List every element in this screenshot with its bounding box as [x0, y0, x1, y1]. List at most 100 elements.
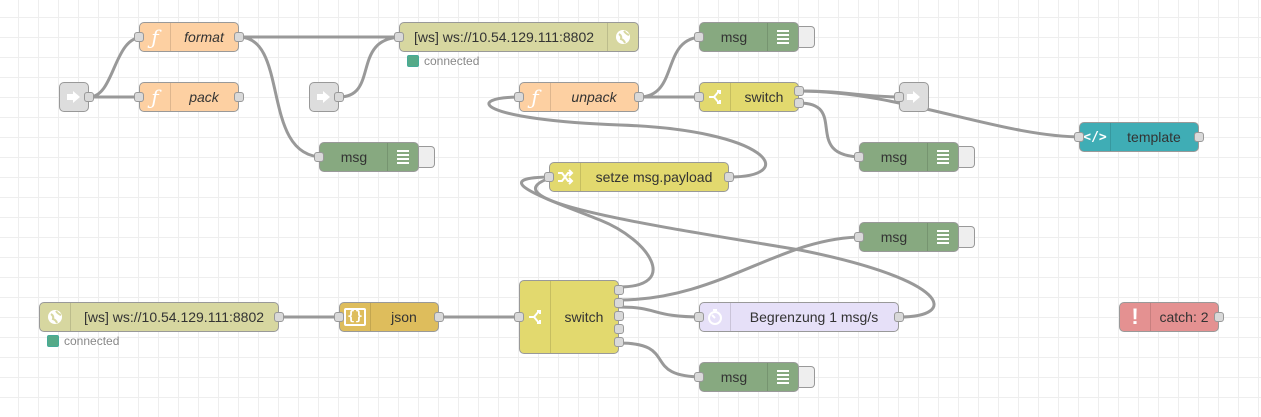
input-port[interactable] [1074, 132, 1084, 142]
alert-icon: ! [1120, 303, 1151, 331]
input-port[interactable] [694, 92, 704, 102]
list-icon [767, 23, 798, 51]
output-port[interactable] [614, 324, 624, 334]
link-in-icon [310, 83, 338, 111]
node-label: pack [189, 89, 219, 105]
list-icon [767, 363, 798, 391]
wire-format-msg1[interactable] [238, 35, 324, 159]
input-port[interactable] [544, 172, 554, 182]
node-label: switch [564, 309, 604, 325]
debug-toggle[interactable] [799, 366, 815, 388]
catch-node[interactable]: ! catch: 2 [1119, 302, 1219, 332]
wire-switch1-msg[interactable] [798, 101, 864, 159]
input-port[interactable] [694, 32, 704, 42]
function-node-pack[interactable]: ƒ pack [139, 82, 239, 112]
node-label: msg [880, 149, 908, 165]
wire-switch2-msg4[interactable] [618, 235, 864, 302]
input-port[interactable] [394, 32, 404, 42]
output-port[interactable] [794, 98, 804, 108]
wire-switch2-setze[interactable] [520, 175, 655, 289]
debug-node[interactable]: msg [859, 142, 959, 172]
node-label: format [184, 29, 224, 45]
wire-setze-unpack[interactable] [487, 95, 768, 179]
output-port[interactable] [614, 285, 624, 295]
list-icon [927, 143, 958, 171]
input-port[interactable] [854, 152, 864, 162]
input-port[interactable] [314, 152, 324, 162]
function-node-format[interactable]: ƒ format [139, 22, 239, 52]
status-text: connected [64, 334, 120, 348]
function-icon: ƒ [520, 83, 551, 111]
json-node[interactable]: {} json [339, 302, 439, 332]
output-port[interactable] [434, 312, 444, 322]
globe-icon [607, 23, 638, 51]
wire-switch2-delay[interactable] [618, 305, 704, 319]
output-port[interactable] [894, 312, 904, 322]
wire-delay-setze[interactable] [534, 175, 936, 319]
wire-linkin2-ws[interactable] [338, 35, 404, 99]
status-dot [407, 55, 419, 67]
status-dot [47, 335, 59, 347]
debug-toggle[interactable] [959, 146, 975, 168]
node-label: [ws] ws://10.54.129.111:8802 [413, 29, 595, 45]
input-port[interactable] [694, 312, 704, 322]
debug-node[interactable]: msg [699, 362, 799, 392]
input-port[interactable] [514, 312, 524, 322]
output-port[interactable] [614, 337, 624, 347]
input-port[interactable] [134, 92, 144, 102]
input-port[interactable] [894, 92, 904, 102]
output-port[interactable] [794, 86, 804, 96]
change-node[interactable]: setze msg.payload [549, 162, 729, 192]
link-out-node[interactable] [899, 82, 929, 112]
output-port[interactable] [274, 312, 284, 322]
debug-node[interactable]: msg [859, 222, 959, 252]
function-node-unpack[interactable]: ƒ unpack [519, 82, 639, 112]
node-label: msg [720, 29, 748, 45]
wire-switch2-msg5[interactable] [618, 341, 704, 379]
output-port[interactable] [1214, 312, 1224, 322]
input-port[interactable] [694, 372, 704, 382]
output-port[interactable] [634, 92, 644, 102]
node-label: setze msg.payload [595, 169, 713, 185]
input-port[interactable] [854, 232, 864, 242]
node-label: msg [340, 149, 368, 165]
delay-node[interactable]: Begrenzung 1 msg/s [699, 302, 899, 332]
output-port[interactable] [614, 298, 624, 308]
timer-icon [700, 303, 731, 331]
status-indicator: connected [47, 334, 119, 348]
node-label: template [1127, 129, 1181, 145]
wire-unpack-msg[interactable] [638, 35, 704, 99]
template-node[interactable]: </> template [1079, 122, 1199, 152]
wire-linkin1-format[interactable] [88, 35, 144, 99]
switch-node[interactable]: switch [699, 82, 799, 112]
output-port[interactable] [234, 92, 244, 102]
input-port[interactable] [334, 312, 344, 322]
output-port[interactable] [614, 311, 624, 321]
websocket-in-node[interactable]: [ws] ws://10.54.129.111:8802 [39, 302, 279, 332]
output-port[interactable] [1194, 132, 1204, 142]
wire-switch1-template[interactable] [798, 89, 1084, 139]
debug-toggle[interactable] [419, 146, 435, 168]
json-icon: {} [340, 303, 371, 331]
debug-node[interactable]: msg [319, 142, 419, 172]
input-port[interactable] [514, 92, 524, 102]
input-port[interactable] [134, 32, 144, 42]
debug-toggle[interactable] [799, 26, 815, 48]
output-port[interactable] [234, 32, 244, 42]
output-port[interactable] [84, 92, 94, 102]
switch-icon [700, 83, 731, 111]
function-icon: ƒ [140, 83, 171, 111]
code-icon: </> [1080, 123, 1111, 151]
output-port[interactable] [724, 172, 734, 182]
switch-node[interactable]: switch [519, 280, 619, 354]
status-text: connected [424, 54, 480, 68]
output-port[interactable] [334, 92, 344, 102]
debug-node[interactable]: msg [699, 22, 799, 52]
switch-icon [520, 281, 551, 353]
link-out-icon [900, 83, 928, 111]
node-label: switch [744, 89, 784, 105]
debug-toggle[interactable] [959, 226, 975, 248]
websocket-out-node[interactable]: [ws] ws://10.54.129.111:8802 [399, 22, 639, 52]
